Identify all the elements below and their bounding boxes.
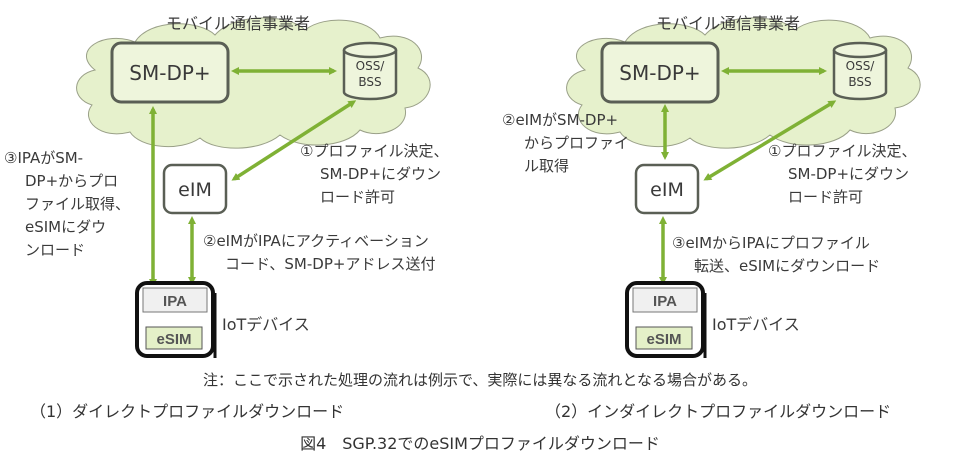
device-label: IoTデバイス <box>222 315 310 334</box>
smdp-node <box>600 41 720 104</box>
oss-label-2: BSS <box>358 75 381 89</box>
oss-label-2: BSS <box>848 75 871 89</box>
step1-text: ①プロファイル決定、 SM-DP+にダウン ロード許可 <box>768 142 916 206</box>
step1-line: ①プロファイル決定、 <box>768 142 916 160</box>
esim-block <box>145 326 203 350</box>
step3-line: ンロード <box>25 241 85 259</box>
step3-line: ファイル取得、 <box>25 195 130 213</box>
smdp-label: SM-DP+ <box>619 61 700 85</box>
eim-node <box>162 163 228 215</box>
step3-line: 転送、eSIMにダウンロード <box>694 257 880 275</box>
esim-block <box>635 326 693 350</box>
ipa-block <box>632 287 698 313</box>
step3-line: ③IPAがSM- <box>4 149 83 167</box>
ipa-label: IPA <box>653 293 677 310</box>
smdp-label: SM-DP+ <box>129 61 210 85</box>
ipa-block <box>142 287 208 313</box>
step2-line: ル取得 <box>524 157 569 175</box>
step3-text: ③eIMからIPAにプロファイル 転送、eSIMにダウンロード <box>672 234 880 275</box>
note-text: 注：ここで示された処理の流れは例示で、実際には異なる流れとなる場合がある。 <box>203 371 757 389</box>
step2-text: ②eIMがIPAにアクティベーション コード、SM-DP+アドレス送付 <box>203 232 435 273</box>
step1-line: ロード許可 <box>320 188 395 206</box>
eim-label: eIM <box>650 179 684 201</box>
step2-line: コード、SM-DP+アドレス送付 <box>225 255 435 273</box>
step3-line: eSIMにダウ <box>25 218 106 236</box>
step3-line: ③eIMからIPAにプロファイル <box>672 234 870 252</box>
step3-text: ③IPAがSM- DP+からプロ ファイル取得、 eSIMにダウ ンロード <box>4 149 130 259</box>
step2-line: ②eIMがSM-DP+ <box>502 111 618 129</box>
arrow-oss-eim <box>703 100 837 181</box>
cloud-label: モバイル通信事業者 <box>656 14 800 33</box>
step2-text: ②eIMがSM-DP+ からプロファイ ル取得 <box>502 111 629 175</box>
oss-label-1: OSS/ <box>356 59 386 73</box>
step1-line: SM-DP+にダウン <box>320 165 441 183</box>
ipa-label: IPA <box>163 293 187 310</box>
device-label: IoTデバイス <box>712 315 800 334</box>
step1-line: SM-DP+にダウン <box>788 165 909 183</box>
arrow-oss-eim <box>231 100 357 181</box>
caption-indirect: （2）インダイレクトプロファイルダウンロード <box>545 402 891 421</box>
step2-line: からプロファイ <box>524 134 629 152</box>
eim-label: eIM <box>178 179 212 201</box>
step1-line: ロード許可 <box>788 188 863 206</box>
figure-title: 図4 SGP.32でのeSIMプロファイルダウンロード <box>300 434 660 453</box>
step3-line: DP+からプロ <box>25 172 118 190</box>
step2-line: ②eIMがIPAにアクティベーション <box>203 232 429 250</box>
step1-line: ①プロファイル決定、 <box>300 142 448 160</box>
esim-label: eSIM <box>156 331 191 348</box>
oss-bss-database-icon <box>832 41 888 101</box>
caption-direct: （1）ダイレクトプロファイルダウンロード <box>30 402 344 421</box>
cloud-label: モバイル通信事業者 <box>166 14 310 33</box>
panel-direct: モバイル通信事業者 SM-DP+ OSS/ BSS eIM IPA eSIM I… <box>4 14 448 358</box>
panel-indirect: モバイル通信事業者 SM-DP+ OSS/ BSS eIM IPA eSIM I… <box>502 14 921 358</box>
smdp-node <box>110 41 230 104</box>
esim-label: eSIM <box>646 331 681 348</box>
eim-node <box>634 163 700 215</box>
oss-label-1: OSS/ <box>846 59 876 73</box>
step1-text: ①プロファイル決定、 SM-DP+にダウン ロード許可 <box>300 142 448 206</box>
oss-bss-database-icon <box>342 41 398 101</box>
